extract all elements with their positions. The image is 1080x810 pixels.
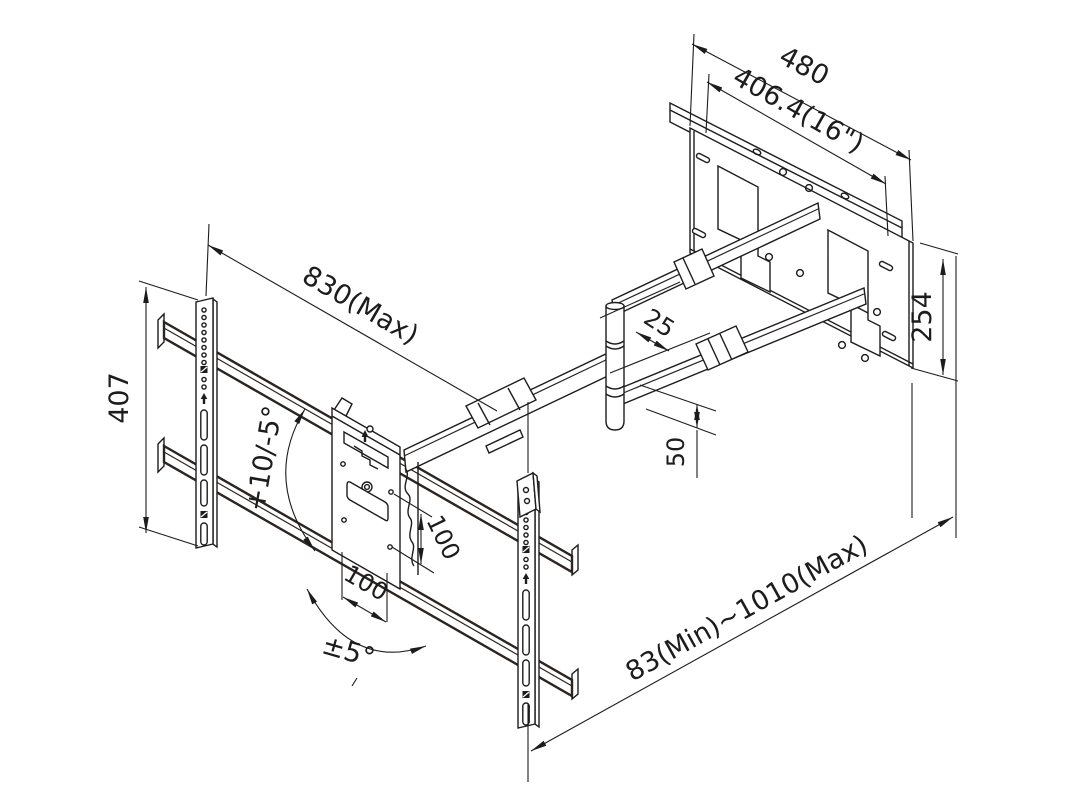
tilt-slot [343, 430, 389, 470]
dim-bracket-height-407: 407 [104, 280, 199, 547]
cable-cutout [346, 481, 389, 522]
dim-label-arm-gap: 50 [662, 437, 690, 468]
mount-hole [764, 252, 774, 262]
arm-hook-upper [717, 164, 771, 294]
up-arrow-mark [361, 430, 369, 437]
mount-hole [837, 340, 847, 350]
dim-label-arm-reach: 830(Max) [297, 260, 424, 351]
tv-rail-left [195, 297, 218, 549]
adjustment-bolt [366, 425, 374, 433]
vesa-plate [331, 397, 419, 591]
arm-clamp-lower [695, 325, 749, 371]
dim-label-vesa-vertical: 100 [421, 511, 466, 564]
mount-slot [881, 330, 897, 342]
flange-hole [840, 192, 850, 200]
dim-label-bracket-height: 407 [104, 372, 135, 424]
front-arm-rod [485, 429, 524, 454]
front-arm [403, 350, 613, 474]
articulating-arms-rear [611, 201, 867, 407]
vesa-hole [388, 489, 394, 495]
dim-label-extension-range: 83(Min)~1010(Max) [621, 529, 874, 688]
vesa-hole [340, 461, 346, 467]
arm-plate-bracket [516, 471, 541, 519]
pivot-cylinder [605, 305, 625, 431]
dim-plate-height-254: 254 [907, 242, 959, 382]
pivot-post [605, 301, 625, 431]
hook-spring-detail [404, 467, 415, 567]
mount-hole [795, 268, 805, 278]
mount-slot [691, 227, 707, 239]
dim-arm-gap-50: 50 [639, 384, 717, 478]
vesa-hole [341, 517, 347, 523]
mount-hole [872, 307, 882, 317]
front-arm-sleeve [465, 377, 537, 429]
mount-hole [860, 353, 870, 363]
dim-swivel-range: ±5° [306, 588, 427, 687]
dim-label-swivel-range: ±5° [318, 630, 378, 674]
dim-label-plate-height: 254 [907, 291, 938, 343]
mount-hole [804, 183, 814, 193]
mount-slot [878, 260, 894, 272]
dim-label-tilt-range: +10/-5° [240, 403, 289, 513]
